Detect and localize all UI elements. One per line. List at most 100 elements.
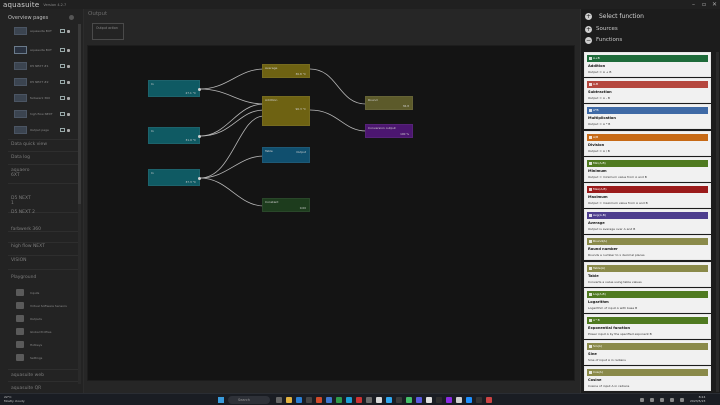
section-functions[interactable]: − Functions	[581, 35, 720, 45]
app-icon[interactable]	[476, 397, 482, 403]
function-card-table[interactable]: Table(A) Table Converts a value using ta…	[584, 261, 711, 287]
lock-icon[interactable]	[67, 128, 70, 132]
language-icon[interactable]	[650, 398, 654, 402]
page-item[interactable]: farbwerk 360	[14, 93, 74, 103]
volume-icon[interactable]	[670, 398, 674, 402]
monitor-icon[interactable]	[60, 96, 65, 100]
nav-data-quick-view[interactable]: Data quick view	[11, 142, 48, 147]
playground-item-virtual-sensors[interactable]: Virtual Software Sensors	[16, 301, 67, 310]
add-icon[interactable]: +	[585, 12, 592, 20]
output-node[interactable]: Conversion output 100 %	[365, 124, 413, 138]
round-node[interactable]: Round 36.8	[365, 96, 413, 110]
sidebar-scrollbar[interactable]	[78, 24, 81, 384]
function-card-subtraction[interactable]: A-B Subtraction Output = A - B	[584, 78, 711, 104]
file-explorer-icon[interactable]	[286, 397, 292, 403]
task-view-icon[interactable]	[276, 397, 282, 403]
input-node[interactable]: In 31.9 °C	[148, 127, 201, 144]
monitor-icon[interactable]	[60, 48, 65, 52]
function-card-average[interactable]: Avg(A,B) Average Output is average over …	[584, 209, 711, 235]
output-action-button[interactable]: Output action	[92, 23, 124, 40]
average-node[interactable]: Average 36.8 °C	[262, 64, 310, 78]
app-icon[interactable]	[456, 397, 462, 403]
playground-item-global-profiles[interactable]: Global Profiles	[16, 327, 51, 336]
nav-high-flow-next[interactable]: high flow NEXT	[11, 244, 45, 249]
app-icon[interactable]	[416, 397, 422, 403]
nav-d5-next-2[interactable]: D5 NEXT 2	[11, 210, 36, 215]
app-icon[interactable]	[426, 397, 432, 403]
monitor-icon[interactable]	[60, 80, 65, 84]
page-item[interactable]: D5 NEXT #2	[14, 77, 74, 87]
panel-scrollbar[interactable]	[716, 52, 719, 392]
weather-widget[interactable]: 22°C Mostly cloudy	[4, 395, 25, 403]
function-card-round[interactable]: Round(A) Round number Rounds a number to…	[584, 235, 711, 261]
office-icon[interactable]	[316, 397, 322, 403]
mail-icon[interactable]	[326, 397, 332, 403]
table-node[interactable]: Table Output	[262, 147, 310, 163]
function-card-multiplication[interactable]: A*B Multiplication Output = A * B	[584, 104, 711, 130]
lock-icon[interactable]	[67, 64, 70, 68]
app-icon[interactable]	[386, 397, 392, 403]
app-icon[interactable]	[346, 397, 352, 403]
monitor-icon[interactable]	[60, 128, 65, 132]
minimize-icon[interactable]: –	[692, 1, 695, 8]
function-card-cosine[interactable]: Cos(A) Cosine Cosine of input A in radia…	[584, 366, 711, 392]
app-icon[interactable]	[406, 397, 412, 403]
store-icon[interactable]	[306, 397, 312, 403]
scroll-thumb[interactable]	[78, 24, 81, 204]
battery-icon[interactable]	[680, 398, 684, 402]
nav-vision[interactable]: VISION	[11, 258, 27, 263]
lock-icon[interactable]	[67, 29, 70, 33]
nav-d5-next-1[interactable]: D5 NEXT 1	[11, 196, 31, 206]
monitor-icon[interactable]	[60, 29, 65, 33]
function-card-addition[interactable]: A+B Addition Output = A + B	[584, 52, 711, 77]
output-port[interactable]	[198, 135, 201, 138]
app-icon[interactable]	[446, 397, 452, 403]
playground-item-hotkeys[interactable]: Hotkeys	[16, 340, 42, 349]
close-pages-icon[interactable]	[69, 15, 74, 20]
playground-item-inputs[interactable]: Inputs	[16, 288, 39, 297]
maximize-icon[interactable]: ▫	[702, 1, 707, 8]
lock-icon[interactable]	[67, 48, 70, 52]
function-card-exponential[interactable]: A^B Exponential function Power input A b…	[584, 313, 711, 339]
clock[interactable]: 8:24 2023/5/23	[690, 395, 705, 403]
input-node[interactable]: In 27.1 °C	[148, 80, 201, 97]
aquasuite-taskbar-icon[interactable]	[376, 397, 382, 403]
function-card-sine[interactable]: Sin(A) Sine Sine of input A in radians	[584, 340, 711, 366]
section-sources[interactable]: + Sources	[581, 24, 720, 34]
wifi-icon[interactable]	[660, 398, 664, 402]
playground-item-settings[interactable]: Settings	[16, 353, 42, 362]
input-node[interactable]: In 37.3 °C	[148, 169, 201, 186]
nav-aquasuite-qr[interactable]: aquasuite QR	[11, 386, 42, 391]
node-canvas[interactable]: In 27.1 °C In 31.9 °C In 37.3 °C Average…	[87, 45, 575, 381]
taskbar-search[interactable]: Search	[228, 396, 270, 404]
app-icon[interactable]	[466, 397, 472, 403]
close-icon[interactable]: ✕	[712, 1, 718, 8]
playground-item-outputs[interactable]: Outputs	[16, 314, 42, 323]
page-item[interactable]: aquasuite BUT	[14, 26, 74, 36]
lock-icon[interactable]	[67, 112, 70, 116]
nav-aquaero[interactable]: aquaero 6XT	[11, 168, 30, 178]
page-item[interactable]: high flow NEXT	[14, 109, 74, 119]
app-icon[interactable]	[486, 397, 492, 403]
function-card-maximum[interactable]: Max(A,B) Maximum Output = maximum value …	[584, 182, 711, 208]
page-item[interactable]: aquasuite BUT	[14, 45, 74, 55]
page-item[interactable]: D5 NEXT #1	[14, 61, 74, 71]
app-icon[interactable]	[356, 397, 362, 403]
app-icon[interactable]	[336, 397, 342, 403]
chevron-up-icon[interactable]	[640, 398, 644, 402]
addition-node[interactable]: Addition 96.3 °C	[262, 96, 310, 126]
edge-icon[interactable]	[296, 397, 302, 403]
app-icon[interactable]	[436, 397, 442, 403]
constant-node[interactable]: Constant 0.00	[262, 198, 310, 212]
page-item[interactable]: Output page	[14, 125, 74, 135]
function-card-minimum[interactable]: Min(A,B) Minimum Output = minimum value …	[584, 156, 711, 182]
output-port[interactable]	[198, 177, 201, 180]
function-card-logarithm[interactable]: Log(A,B) Logarithm Logarithm of input A …	[584, 287, 711, 313]
output-port[interactable]	[198, 88, 201, 91]
lock-icon[interactable]	[67, 96, 70, 100]
app-icon[interactable]	[366, 397, 372, 403]
windows-start-icon[interactable]	[218, 397, 224, 403]
app-icon[interactable]	[396, 397, 402, 403]
monitor-icon[interactable]	[60, 112, 65, 116]
nav-farbwerk-360[interactable]: farbwerk 360	[11, 227, 41, 232]
